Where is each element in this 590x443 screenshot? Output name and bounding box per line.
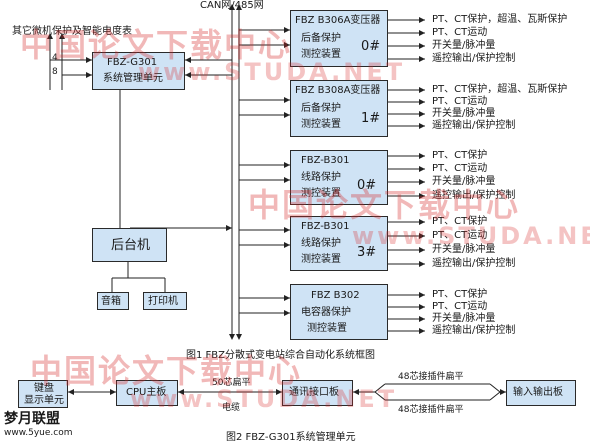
module-box-1: FBZ B306A变压器 后备保护 测控装置 0# (290, 10, 388, 67)
module-box-2: FBZ B308A变压器 后备保护 测控装置 1# (290, 80, 388, 137)
output-label: PT、CT运动 (432, 301, 488, 312)
keyboard-display-label: 键盘 显示单元 (24, 383, 64, 406)
cpu-board-label: CPU主板 (126, 387, 167, 398)
module-box-3: FBZ-B301 线路保护 测控装置 0# (290, 150, 388, 205)
output-label: 遥控输出/保护控制 (432, 120, 516, 131)
output-label: PT、CT运动 (432, 163, 488, 174)
output-label: 开关量/脉冲量 (432, 313, 496, 324)
port-number-8: 8 (52, 67, 58, 77)
watermark-net-bottom: www.STUDA.NET (130, 385, 398, 413)
module-box-5: FBZ B302 电容器保护 测控装置 (290, 284, 388, 340)
module-sub2: 测控装置 (307, 323, 347, 334)
module-sub2: 测控装置 (301, 49, 341, 60)
output-label: 开关量/脉冲量 (432, 108, 496, 119)
host-computer-box: 后台机 (92, 228, 167, 262)
figure2-caption: 图2 FBZ-G301系统管理单元 (226, 432, 356, 443)
printer-box: 打印机 (143, 292, 187, 310)
module-title: FBZ B308A变压器 (295, 85, 381, 96)
other-devices-label: 其它微机保护及智能电度表 (12, 26, 132, 37)
module-title: FBZ B302 (311, 290, 360, 301)
io-board-box: 输入输出板 (506, 380, 576, 406)
module-number: 3# (357, 245, 377, 260)
output-label: PT、CT保护 (432, 289, 488, 300)
output-label: PT、CT保护，超温、瓦斯保护 (432, 84, 568, 95)
module-sub1: 线路保护 (301, 238, 341, 249)
connector-48-label-top: 48芯接插件扁平 (398, 372, 464, 382)
module-sub1: 后备保护 (301, 103, 341, 114)
fbz-g301-model: FBZ-G301 (107, 57, 158, 68)
host-computer-label: 后台机 (111, 238, 151, 253)
cable-50-label: 50芯扁平 (212, 378, 251, 388)
bus-label: CAN网/485网 (200, 0, 264, 11)
module-title: FBZ B306A变压器 (295, 15, 381, 26)
module-sub1: 后备保护 (301, 33, 341, 44)
keyboard-display-box: 键盘 显示单元 (18, 380, 68, 408)
module-sub1: 线路保护 (301, 172, 341, 183)
connector-48-label-bottom: 48芯接插件扁平 (398, 405, 464, 415)
logo-text: 梦月联盟 (4, 411, 60, 427)
cable-label: 电缆 (222, 403, 241, 413)
output-label: 开关量/脉冲量 (432, 176, 496, 187)
watermark-cn-bottom: 中国论文下载中心 (30, 352, 303, 390)
module-number: 1# (361, 111, 381, 126)
comm-interface-label: 通讯接口板 (289, 387, 339, 398)
module-sub2: 测控装置 (301, 188, 341, 199)
watermark-cn-top: 中国论文下载中心 (20, 26, 293, 64)
module-box-4: FBZ-B301 线路保护 测控装置 3# (290, 216, 388, 271)
io-board-label: 输入输出板 (513, 387, 563, 398)
output-label: 开关量/脉冲量 (432, 40, 496, 51)
fbz-g301-box: FBZ-G301 系统管理单元 (92, 52, 185, 90)
speaker-box: 音箱 (97, 292, 129, 310)
output-label: 遥控输出/保护控制 (432, 325, 516, 336)
output-label: PT、CT运动 (432, 27, 488, 38)
output-label: PT、CT保护 (432, 150, 488, 161)
output-label: 遥控输出/保护控制 (432, 258, 516, 269)
output-label: PT、CT运动 (432, 96, 488, 107)
watermark-net-top: www.STUDA.NET (138, 58, 406, 86)
printer-label: 打印机 (148, 296, 178, 307)
cpu-board-box: CPU主板 (116, 380, 178, 406)
output-label: 遥控输出/保护控制 (432, 190, 516, 201)
figure1-caption: 图1 FBZ分散式变电站综合自动化系统框图 (186, 350, 376, 361)
module-number: 0# (357, 178, 377, 193)
output-label: PT、CT保护 (432, 216, 488, 227)
output-label: PT、CT保护，超温、瓦斯保护 (432, 14, 568, 25)
watermark-cn-mid: 中国论文下载中心 (248, 186, 521, 224)
module-title: FBZ-B301 (301, 221, 350, 232)
module-sub1: 电容器保护 (301, 307, 351, 318)
comm-interface-box: 通讯接口板 (282, 380, 353, 406)
module-sub2: 测控装置 (301, 254, 341, 265)
output-label: 遥控输出/保护控制 (432, 53, 516, 64)
module-number: 0# (361, 39, 381, 54)
fbz-g301-desc: 系统管理单元 (103, 73, 163, 84)
logo-url: www.5yue.com (4, 428, 73, 438)
output-label: 开关量/脉冲量 (432, 244, 496, 255)
module-sub2: 测控装置 (301, 119, 341, 130)
output-label: PT、CT运动 (432, 230, 488, 241)
watermark-net-mid: www.STUDA.NET (352, 222, 590, 250)
port-number-4: 4 (52, 53, 58, 63)
speaker-label: 音箱 (101, 296, 121, 307)
module-title: FBZ-B301 (301, 155, 350, 166)
